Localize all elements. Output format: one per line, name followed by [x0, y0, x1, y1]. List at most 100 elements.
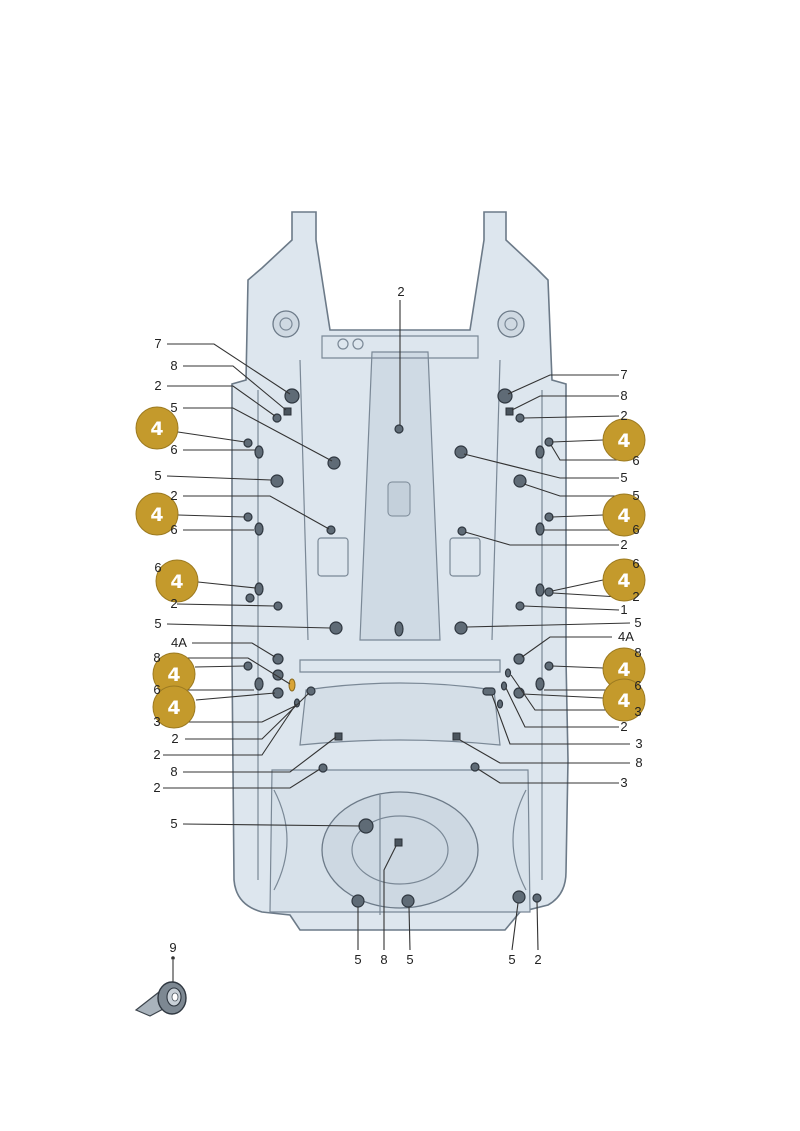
callout-label: 2	[632, 589, 639, 604]
leader-line	[160, 657, 291, 685]
leader-line	[167, 385, 276, 417]
badge-label: 4	[167, 664, 180, 686]
sealing-plugs	[243, 388, 554, 908]
plug	[497, 388, 513, 404]
leader-line	[505, 687, 619, 728]
plug	[351, 894, 365, 908]
leader-line	[166, 475, 272, 481]
callout-label: 8	[170, 764, 177, 779]
plug	[284, 388, 300, 404]
callout-label: 5	[634, 615, 641, 630]
callout-label: 4A	[171, 635, 187, 650]
badge: 4	[602, 678, 646, 722]
spare-wheel-well	[321, 791, 479, 909]
plug-square	[394, 838, 403, 847]
callout-label: 4A	[618, 629, 634, 644]
plug	[394, 424, 404, 434]
right-seat-recess	[449, 537, 481, 577]
plug-oval	[500, 681, 508, 691]
callout-label: 6	[170, 442, 177, 457]
plug-oval	[504, 668, 512, 678]
leader-line	[192, 642, 276, 658]
plug	[270, 474, 284, 488]
leader-line	[383, 845, 397, 950]
badge-connector	[551, 514, 604, 518]
callout-label: 5	[154, 468, 161, 483]
vehicle-floor-pan	[231, 211, 569, 931]
callout-label: 3	[635, 736, 642, 751]
rear-crossmember	[299, 659, 501, 673]
callout-label: 5	[170, 400, 177, 415]
leader-line	[182, 823, 361, 827]
plug	[515, 413, 525, 423]
callout-label: 6	[632, 522, 639, 537]
callout-label: 2	[170, 596, 177, 611]
plug	[544, 512, 554, 522]
plug	[327, 456, 341, 470]
leader-line	[183, 736, 337, 773]
callout-label: 6	[632, 556, 639, 571]
left-seat-recess	[317, 537, 349, 577]
callout-label: 2	[534, 952, 541, 967]
leader-line	[166, 623, 331, 629]
plug	[318, 763, 328, 773]
plug-highlighted	[288, 678, 296, 692]
callout-label: 5	[154, 616, 161, 631]
callout-label: 2	[397, 284, 404, 299]
leader-line	[183, 365, 287, 411]
plug-oval	[535, 583, 545, 597]
leader-line	[521, 636, 612, 658]
heel-panel	[299, 682, 501, 746]
rear-right-wheelarch	[512, 789, 527, 891]
leader-line	[163, 703, 297, 756]
plug	[273, 601, 283, 611]
badge-label: 4	[170, 571, 183, 593]
badge-label: 4	[617, 430, 630, 452]
callout-label: 7	[154, 336, 161, 351]
badge: 4	[602, 493, 646, 537]
badge: 4	[602, 418, 646, 462]
plug	[513, 474, 527, 488]
badge: 4	[135, 492, 179, 536]
spare-wheel-well-inner	[351, 815, 449, 885]
plug	[470, 762, 480, 772]
plug	[272, 653, 284, 665]
leader-line	[464, 531, 619, 546]
leader-line	[523, 605, 620, 611]
badge-label: 4	[617, 505, 630, 527]
plug-oval	[394, 621, 404, 637]
callout-label: 2	[171, 731, 178, 746]
rear-left-wheelarch	[273, 789, 288, 891]
left-strut-tower-center	[279, 317, 293, 331]
leader-line	[523, 483, 619, 497]
leader-lines	[160, 300, 631, 985]
plug-oval	[254, 582, 264, 596]
right-strut-tower-center	[504, 317, 518, 331]
plug-slot	[482, 687, 496, 696]
callout-label: 5	[354, 952, 361, 967]
plug-oval	[535, 445, 545, 459]
callout-label: 3	[620, 775, 627, 790]
callout-label: 2	[620, 719, 627, 734]
plug-oval	[535, 677, 545, 691]
callout-label: 5	[508, 952, 515, 967]
callout-label: 3	[153, 714, 160, 729]
leader-line	[183, 495, 330, 530]
tunnel-opening	[387, 481, 411, 517]
leader-line	[550, 444, 619, 461]
leader-line	[183, 407, 333, 462]
plug	[513, 687, 525, 699]
leader-line	[511, 395, 619, 411]
leader-line	[163, 768, 321, 789]
badge-connector	[177, 431, 246, 443]
leader-line	[523, 415, 620, 419]
badge-connector	[522, 693, 604, 699]
badge: 4	[155, 559, 199, 603]
callout-label: 8	[380, 952, 387, 967]
plug-oval	[254, 445, 264, 459]
plug	[515, 601, 525, 611]
leader-line	[167, 343, 291, 395]
callout-label: 5	[632, 488, 639, 503]
badge-connector	[194, 665, 246, 668]
